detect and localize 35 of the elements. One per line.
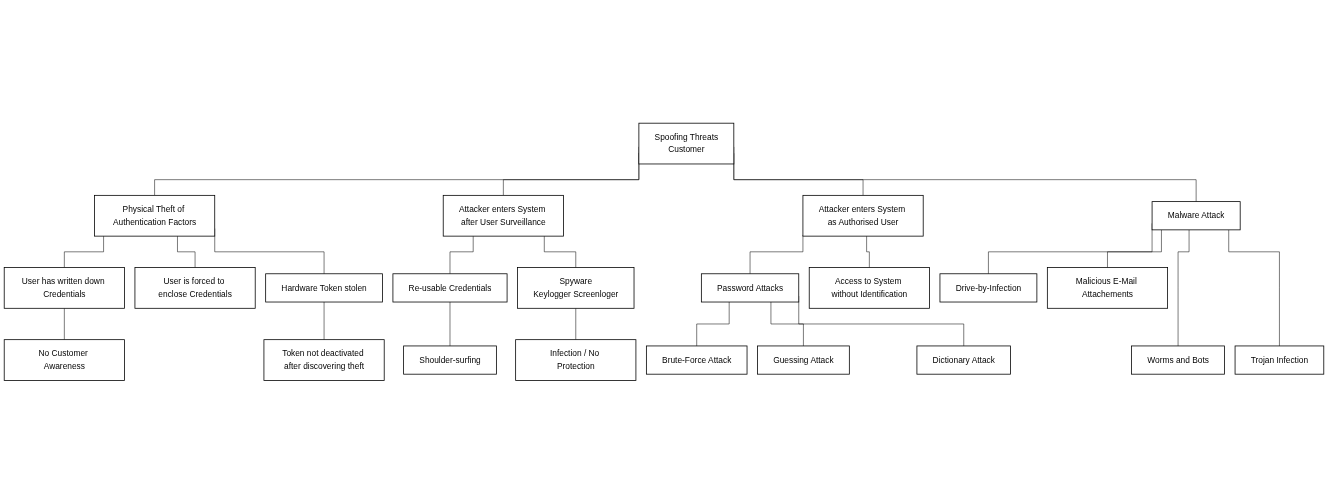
connector — [575, 308, 577, 341]
connector — [866, 236, 870, 268]
connector — [1107, 229, 1162, 268]
node-box: Worms and Bots — [1131, 345, 1225, 375]
node-box: Infection / No Protection — [515, 339, 637, 381]
node-box: Token not deactivated after discovering theft — [263, 339, 385, 381]
node-box: Shoulder-surfing — [403, 345, 497, 375]
node-box: Spyware Keylogger Screenloger — [517, 267, 635, 309]
connector — [1228, 229, 1280, 347]
node-box: Password Attacks — [700, 273, 800, 303]
node-box: Attacker enters System after User Surveillance — [442, 195, 564, 237]
connector — [323, 301, 325, 341]
connector — [449, 236, 474, 275]
node-box: Access to System without Identification — [808, 267, 930, 309]
node-box: Brute-Force Attack — [646, 345, 748, 375]
node-box: User has written down Credentials — [3, 267, 125, 309]
connector — [544, 236, 577, 268]
node-box: Attacker enters System as Authorised User — [802, 195, 924, 237]
node-box: Re-usable Credentials — [392, 273, 508, 303]
connector — [64, 236, 104, 268]
connector — [770, 301, 804, 347]
connector — [64, 308, 65, 341]
node-box: User is forced to enclose Credentials — [134, 267, 256, 309]
node-box: Guessing Attack — [757, 345, 850, 375]
connector — [177, 236, 196, 268]
node-box: Malware Attack — [1151, 201, 1241, 231]
connector — [696, 301, 730, 347]
node-box: No Customer Awareness — [3, 339, 125, 381]
node-box: Hardware Token stolen — [265, 273, 383, 303]
node-box: Drive-by-Infection — [939, 273, 1038, 303]
node-box: Dictionary Attack — [916, 345, 1011, 375]
node-box: Trojan Infection — [1234, 345, 1325, 375]
node-box: Spoofing Threats Customer — [638, 122, 735, 165]
node-box: Physical Theft of Authentication Factors — [94, 195, 216, 237]
node-box: Malicious E-Mail Attachements — [1046, 267, 1168, 309]
